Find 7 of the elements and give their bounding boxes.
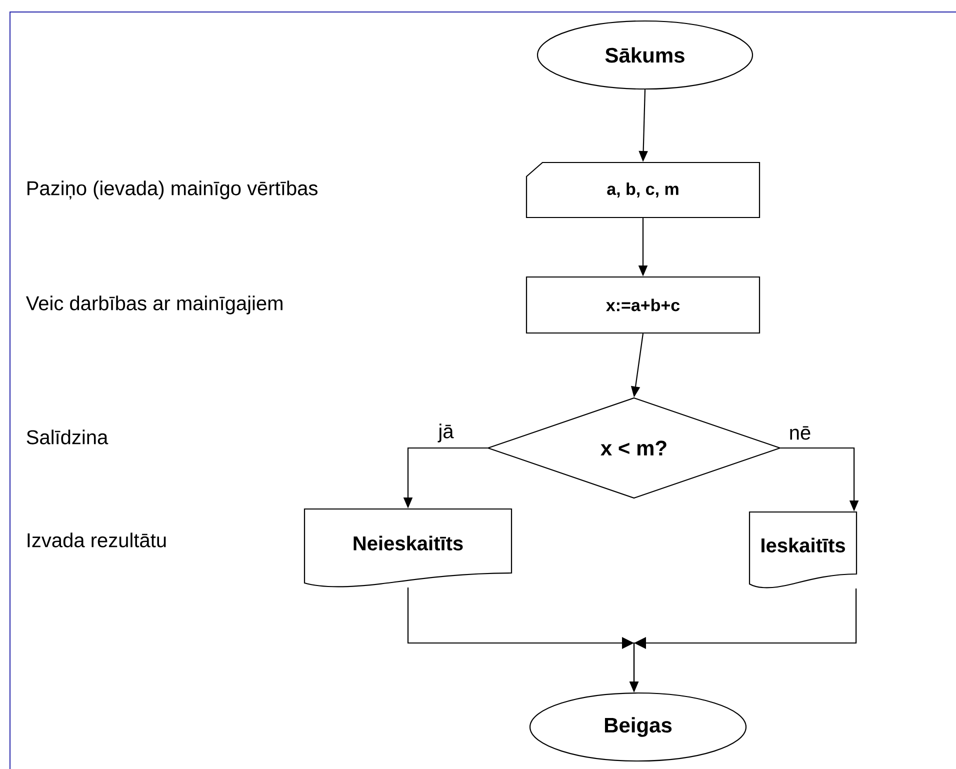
edge-label: jā (437, 422, 455, 444)
step-description: Veic darbības ar mainīgajiem (26, 296, 282, 314)
input-box: a, b, c, m (526, 162, 760, 218)
step-description: Izvada rezultātu (28, 532, 166, 548)
step-description: Salīdzina (26, 430, 108, 444)
step-description: Paziņo (ievada) mainīgo vērtības (28, 180, 318, 200)
process-box: x:=a+b+c (526, 276, 760, 334)
